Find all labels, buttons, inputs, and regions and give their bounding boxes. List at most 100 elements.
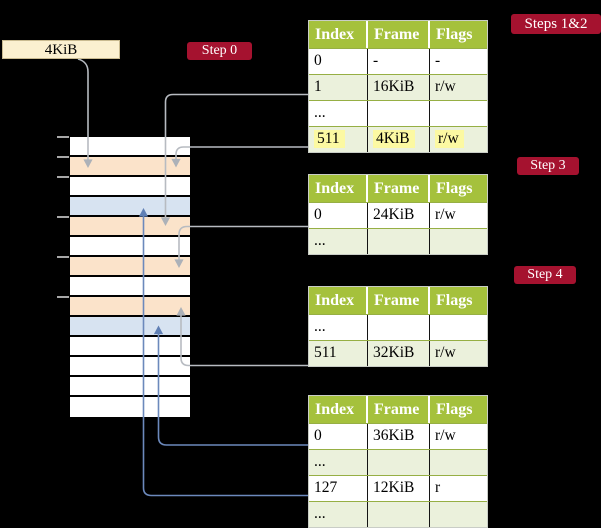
column-header-frame: Frame xyxy=(368,287,430,314)
memory-tick xyxy=(57,216,69,218)
memory-frame-row-36KiB xyxy=(70,317,190,337)
column-header-flags: Flags xyxy=(436,292,473,309)
table-cell: r/w xyxy=(435,78,456,95)
memory-frame-row-12KiB xyxy=(70,197,190,217)
highlighted-value: 4KiB xyxy=(373,130,415,148)
table-cell: 4KiB xyxy=(368,127,430,152)
table-cell: ... xyxy=(309,229,368,254)
column-header-frame: Frame xyxy=(368,175,430,202)
memory-tick xyxy=(57,156,69,158)
table-cell: ... xyxy=(309,502,368,527)
memory-frame-row-4KiB xyxy=(70,157,190,177)
column-header-index: Index xyxy=(309,396,368,423)
memory-frame-row-10 xyxy=(70,337,190,357)
memory-frame-row-0 xyxy=(70,137,190,157)
table-cell xyxy=(430,315,487,340)
highlighted-value: r/w xyxy=(435,130,464,148)
memory-frame-row-5 xyxy=(70,237,190,257)
table-cell: 36KiB xyxy=(368,424,430,449)
table-cell xyxy=(430,101,487,126)
column-header-index: Index xyxy=(309,287,368,314)
table-cell xyxy=(368,229,430,254)
physical-memory-column xyxy=(70,137,190,417)
table-cell: ... xyxy=(309,315,368,340)
table-cell: r/w xyxy=(435,427,456,444)
pt2-index511-to-frame-32kib-line xyxy=(180,315,308,367)
badge-step-4: Step 4 xyxy=(514,266,576,284)
memory-frame-row-11 xyxy=(70,357,190,377)
column-header-flags: Flags xyxy=(436,180,473,197)
table-cell: 1 xyxy=(309,75,368,100)
table-cell: - xyxy=(435,52,441,69)
memory-frame-row-24KiB xyxy=(70,257,190,277)
memory-frame-row-7 xyxy=(70,277,190,297)
pt0-index511-to-frame-4kib-line xyxy=(175,146,308,159)
table-cell: - xyxy=(368,49,430,74)
column-header-frame: Frame xyxy=(368,21,430,48)
table-cell: 12KiB xyxy=(368,476,430,501)
memory-tick xyxy=(57,296,69,298)
pt1-index0-to-frame-24kib-line xyxy=(178,225,308,260)
table-cell xyxy=(368,502,430,527)
memory-frame-row-16KiB xyxy=(70,217,190,237)
table-cell: r xyxy=(435,479,441,496)
table-cell: 0 xyxy=(309,203,368,228)
memory-tick xyxy=(57,136,69,138)
badge-steps-1-2: Steps 1&2 xyxy=(511,14,601,34)
table-cell xyxy=(430,229,487,254)
table-cell: 511 xyxy=(309,341,368,366)
table-row: ... xyxy=(309,100,487,126)
table-row: ... xyxy=(309,449,487,475)
table-row: ... xyxy=(309,228,487,254)
table-cell: 511 xyxy=(309,127,368,152)
table-cell xyxy=(430,502,487,527)
column-header-frame: Frame xyxy=(368,396,430,423)
table-cell: r/w xyxy=(435,206,456,223)
table-row: 0-- xyxy=(309,48,487,74)
table-row: ... xyxy=(309,501,487,527)
table-row: 511 4KiB r/w xyxy=(309,126,487,152)
column-header-flags: Flags xyxy=(436,401,473,418)
table-cell xyxy=(430,450,487,475)
highlighted-value: 511 xyxy=(314,130,345,148)
table-cell: 0 xyxy=(309,424,368,449)
table-cell: ... xyxy=(309,450,368,475)
badge-step-3: Step 3 xyxy=(517,157,579,175)
table-cell: 127 xyxy=(309,476,368,501)
table-cell: r/w xyxy=(435,344,456,361)
table-cell xyxy=(368,450,430,475)
page-table-base-register: 4KiB xyxy=(2,40,120,59)
column-header-index: Index xyxy=(309,175,368,202)
column-header-index: Index xyxy=(309,21,368,48)
column-header-flags: Flags xyxy=(436,26,473,43)
memory-frame-row-12 xyxy=(70,377,190,397)
table-cell: 0 xyxy=(309,49,368,74)
memory-frame-row-13 xyxy=(70,397,190,417)
table-cell xyxy=(368,315,430,340)
table-cell: 16KiB xyxy=(368,75,430,100)
memory-frame-row-2 xyxy=(70,177,190,197)
table-cell: 24KiB xyxy=(368,203,430,228)
table-cell xyxy=(368,101,430,126)
table-row: ... xyxy=(309,314,487,340)
table-cell: r/w xyxy=(430,127,487,152)
memory-tick xyxy=(57,256,69,258)
badge-step-0: Step 0 xyxy=(187,42,252,60)
table-cell: 32KiB xyxy=(368,341,430,366)
table-cell: ... xyxy=(309,101,368,126)
memory-tick xyxy=(57,176,69,178)
